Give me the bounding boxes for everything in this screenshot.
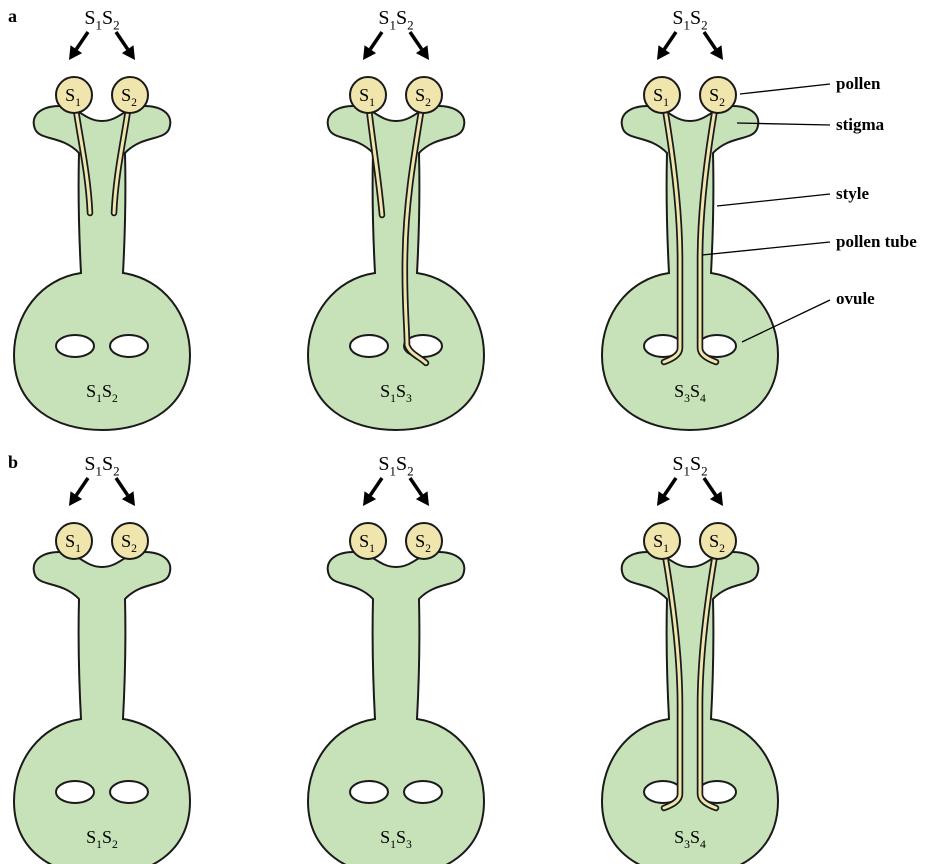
label-pollen-tube: pollen tube — [836, 232, 917, 251]
label-pollen: pollen — [836, 74, 881, 93]
arrow-right-icon — [410, 478, 429, 506]
label-style: style — [836, 184, 870, 203]
ovule-left — [350, 781, 388, 803]
arrow-right-icon — [704, 478, 723, 506]
arrow-left-icon — [69, 478, 88, 506]
pistil-body — [308, 552, 484, 864]
ovule-left — [56, 335, 94, 357]
label-ovule: ovule — [836, 289, 875, 308]
pistil-s3s4: S1​S2​S1​S2​S3​S4​ — [602, 453, 778, 864]
arrow-left-icon — [363, 478, 382, 506]
ovule-right — [404, 781, 442, 803]
pollen-genotype-label: S1​S2​ — [84, 453, 119, 479]
pistil-body — [602, 552, 778, 864]
panels-layer: aS1​S2​S1​S2​S1​S2​S1​S2​S1​S2​S1​S3​S1​… — [8, 6, 778, 864]
arrow-left-icon — [69, 32, 88, 60]
arrow-left-icon — [657, 32, 676, 60]
ovule-right — [110, 781, 148, 803]
panel-letter: a — [8, 6, 17, 26]
pollen-genotype-label: S1​S2​ — [378, 7, 413, 33]
panel-letter: b — [8, 452, 18, 472]
pistil-s1s2: S1​S2​S1​S2​S1​S2​ — [14, 7, 190, 430]
pistil-s1s2: S1​S2​S1​S2​S1​S2​ — [14, 453, 190, 864]
arrow-right-icon — [704, 32, 723, 60]
ovule-right — [110, 335, 148, 357]
pistil-body — [14, 552, 190, 864]
label-stigma: stigma — [836, 115, 885, 134]
ovule-left — [56, 781, 94, 803]
panel-b: bS1​S2​S1​S2​S1​S2​S1​S2​S1​S2​S1​S3​S1​… — [8, 452, 778, 864]
pollen-genotype-label: S1​S2​ — [672, 453, 707, 479]
arrow-right-icon — [116, 478, 135, 506]
ovule-left — [350, 335, 388, 357]
arrow-left-icon — [657, 478, 676, 506]
arrow-right-icon — [410, 32, 429, 60]
panel-a: aS1​S2​S1​S2​S1​S2​S1​S2​S1​S2​S1​S3​S1​… — [8, 6, 778, 430]
pollen-genotype-label: S1​S2​ — [672, 7, 707, 33]
pistil-s1s3: S1​S2​S1​S2​S1​S3​ — [308, 453, 484, 864]
pistil-s1s3: S1​S2​S1​S2​S1​S3​ — [308, 7, 484, 430]
arrow-right-icon — [116, 32, 135, 60]
pollen-genotype-label: S1​S2​ — [84, 7, 119, 33]
pistil-s3s4: S1​S2​S1​S2​S3​S4​ — [602, 7, 778, 430]
arrow-left-icon — [363, 32, 382, 60]
pollen-genotype-label: S1​S2​ — [378, 453, 413, 479]
